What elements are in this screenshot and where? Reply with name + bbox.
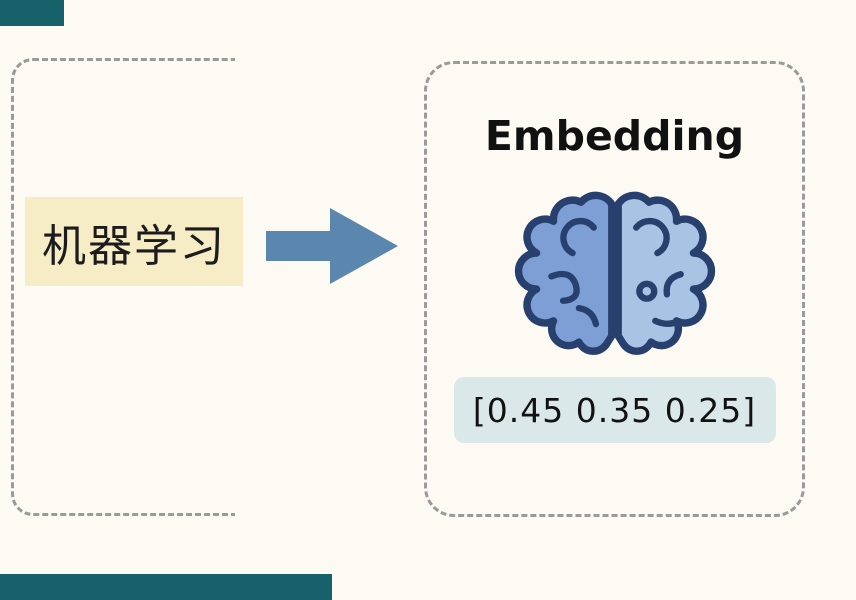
embedding-card: Embedding [0.45 0.35 0.25] <box>424 61 805 517</box>
input-text-label: 机器学习 <box>42 220 226 272</box>
brain-icon-svg <box>514 191 715 355</box>
decorative-bar-top-left <box>0 0 64 26</box>
embedding-vector-box: [0.45 0.35 0.25] <box>453 377 776 443</box>
embedding-vector-value: [0.45 0.35 0.25] <box>472 390 757 430</box>
left-dashed-group-partial <box>11 58 235 516</box>
brain-icon <box>509 171 721 369</box>
right-arrow-icon <box>266 208 398 284</box>
flow-arrow-icon <box>266 202 402 290</box>
input-text-node: 机器学习 <box>25 197 243 286</box>
decorative-bar-bottom-left <box>0 574 332 600</box>
embedding-title: Embedding <box>484 112 745 160</box>
